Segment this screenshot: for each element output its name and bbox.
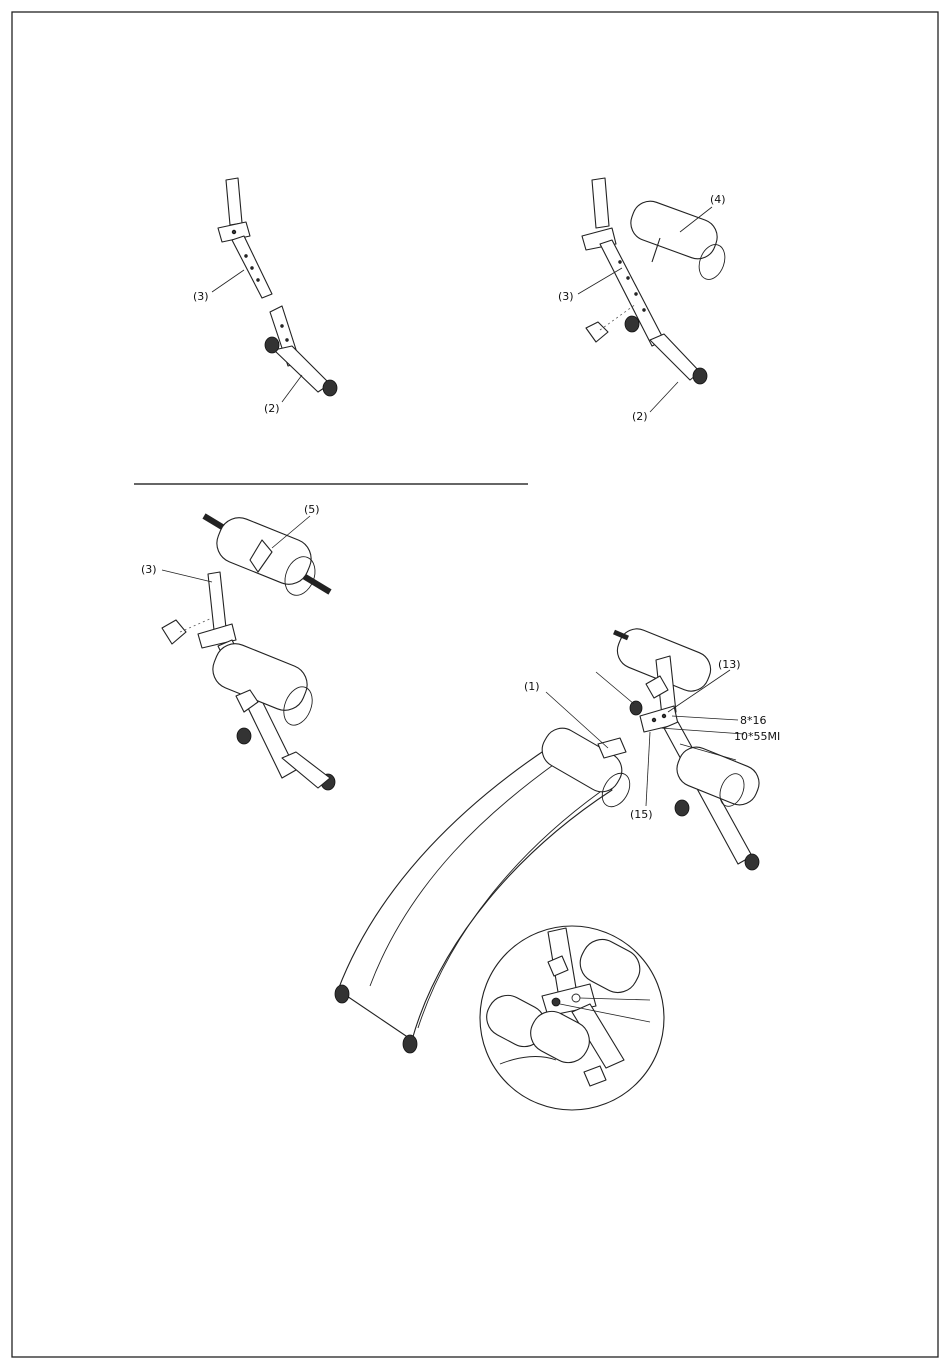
callout-label: (2) bbox=[264, 402, 280, 415]
page-border bbox=[12, 12, 938, 1357]
callout-label: (3) bbox=[193, 290, 209, 303]
leg-base-tube bbox=[274, 346, 330, 392]
callout-label: (15) bbox=[630, 808, 653, 821]
foot-cap bbox=[237, 728, 251, 744]
foot-cap bbox=[675, 800, 689, 816]
upright-top-tube bbox=[592, 178, 609, 228]
callout-label: (13) bbox=[718, 658, 741, 671]
callout-label: (1) bbox=[524, 680, 540, 693]
foam-roller-pad bbox=[626, 196, 722, 264]
foot-cap bbox=[625, 316, 639, 332]
upright-top-tube bbox=[208, 572, 226, 630]
foot-cap bbox=[323, 380, 337, 396]
callout-label: (2) bbox=[632, 410, 648, 423]
bench-mount-tube bbox=[598, 738, 626, 758]
foot-cap bbox=[403, 1035, 417, 1053]
foot-cap bbox=[335, 985, 349, 1003]
callout-label: (3) bbox=[141, 563, 157, 576]
bolt-head bbox=[630, 701, 642, 715]
detail-inset bbox=[480, 926, 664, 1110]
knob-nut bbox=[586, 322, 608, 342]
callout-label: (4) bbox=[710, 193, 726, 206]
step-2-illustration: (4) (3) (2) bbox=[558, 178, 729, 423]
callout-label: 8*16 bbox=[740, 714, 767, 727]
leg-base-tube bbox=[650, 334, 700, 380]
callout-label: (5) bbox=[304, 503, 320, 516]
upright-top-tube bbox=[226, 178, 242, 225]
foot-cap bbox=[265, 337, 279, 353]
knob-nut bbox=[162, 620, 186, 644]
foot-cap bbox=[693, 368, 707, 384]
foot-cap bbox=[745, 854, 759, 870]
step-1-illustration: (3) (2) bbox=[193, 178, 337, 415]
step-3-illustration: (5) (3) bbox=[141, 503, 335, 790]
callout-label: (3) bbox=[558, 290, 574, 303]
callout-label: 10*55MI bbox=[734, 730, 780, 743]
